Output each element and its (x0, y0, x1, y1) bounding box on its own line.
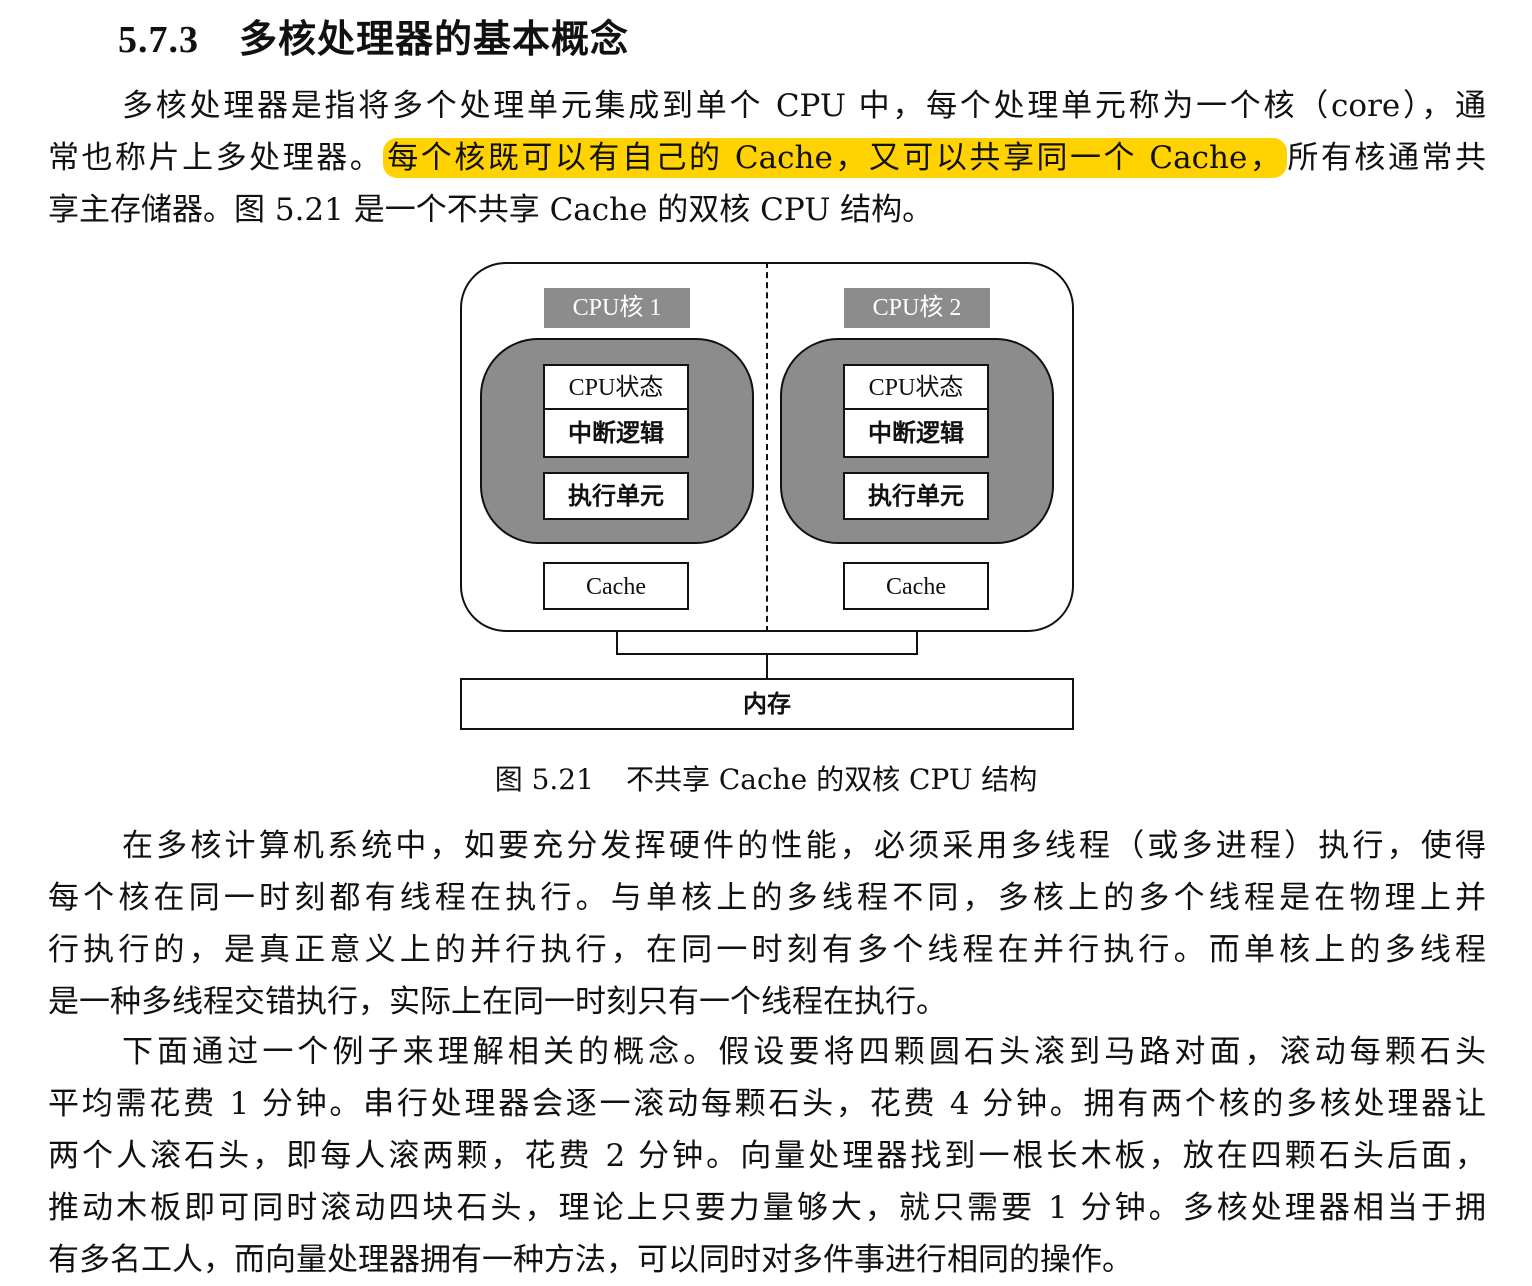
paragraph-text: 常也称片上多处理器。 (48, 140, 384, 176)
paragraph-line: 下面通过一个例子来理解相关的概念。假设要将四颗圆石头滚到马路对面，滚动每颗石头 (122, 1034, 1486, 1070)
paragraph-line: 推动木板即可同时滚动四块石头，理论上只要力量够大，就只需要 1 分钟。多核处理器… (48, 1190, 1486, 1226)
paragraph-line: 平均需花费 1 分钟。串行处理器会逐一滚动每颗石头，花费 4 分钟。拥有两个核的… (48, 1086, 1486, 1122)
caption-number: 图 5.21 (494, 763, 594, 796)
bus-connectors (616, 632, 918, 678)
paragraph-line: 在多核计算机系统中，如要充分发挥硬件的性能，必须采用多线程（或多进程）执行，使得 (122, 828, 1486, 864)
core2-label: CPU核 2 (844, 288, 990, 328)
section-title: 多核处理器的基本概念 (239, 16, 630, 61)
core1-cpu-state: CPU状态 (543, 364, 689, 410)
paragraph-line: 是一种多线程交错执行，实际上在同一时刻只有一个线程在执行。 (48, 984, 947, 1020)
paragraph-line: 多核处理器是指将多个处理单元集成到单个 CPU 中，每个处理单元称为一个核（co… (122, 88, 1486, 124)
paragraph-text: 所有核通常共 (1287, 140, 1486, 176)
paragraph-multithread: 在多核计算机系统中，如要充分发挥硬件的性能，必须采用多线程（或多进程）执行，使得… (48, 820, 1486, 1028)
paragraph-line: 行执行的，是真正意义上的并行执行，在同一时刻有多个线程在并行执行。而单核上的多线… (48, 932, 1486, 968)
core2-exec-unit: 执行单元 (843, 472, 989, 520)
paragraph-line: 享主存储器。图 5.21 是一个不共享 Cache 的双核 CPU 结构。 (48, 192, 934, 228)
paragraph-line: 有多名工人，而向量处理器拥有一种方法，可以同时对多件事进行相同的操作。 (48, 1242, 1133, 1278)
core1-cache: Cache (543, 562, 689, 610)
section-number: 5.7.3 (118, 19, 199, 61)
core1-exec-unit: 执行单元 (543, 472, 689, 520)
paragraph-intro: 多核处理器是指将多个处理单元集成到单个 CPU 中，每个处理单元称为一个核（co… (48, 80, 1486, 236)
caption-text: 不共享 Cache 的双核 CPU 结构 (625, 763, 1038, 796)
cache-bus-line (616, 632, 918, 655)
core2-cpu-state: CPU状态 (843, 364, 989, 410)
core1-label: CPU核 1 (544, 288, 690, 328)
core2-cache: Cache (843, 562, 989, 610)
highlighted-text: 每个核既可以有自己的 Cache，又可以共享同一个 Cache， (383, 138, 1288, 178)
paragraph-line: 每个核在同一时刻都有线程在执行。与单核上的多线程不同，多核上的多个线程是在物理上… (48, 880, 1486, 916)
section-heading: 5.7.3 多核处理器的基本概念 (118, 8, 629, 63)
figure-caption: 图 5.21 不共享 Cache 的双核 CPU 结构 (0, 758, 1532, 798)
paragraph-line: 两个人滚石头，即每人滚两颗，花费 2 分钟。向量处理器找到一根长木板，放在四颗石… (48, 1138, 1486, 1174)
dual-core-diagram: CPU核 1 CPU状态 中断逻辑 执行单元 Cache CPU核 2 CPU状… (460, 262, 1074, 730)
memory-box: 内存 (460, 678, 1074, 730)
core2-interrupt-logic: 中断逻辑 (843, 408, 989, 458)
paragraph-example: 下面通过一个例子来理解相关的概念。假设要将四颗圆石头滚到马路对面，滚动每颗石头 … (48, 1026, 1486, 1286)
core-divider (766, 262, 768, 632)
paragraph-line: 常也称片上多处理器。每个核既可以有自己的 Cache，又可以共享同一个 Cach… (48, 132, 1486, 184)
core1-interrupt-logic: 中断逻辑 (543, 408, 689, 458)
